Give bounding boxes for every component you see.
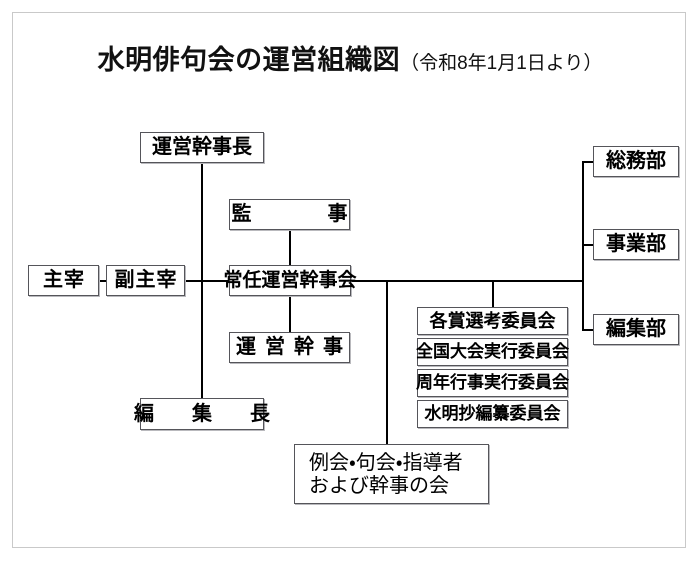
node-henshucho-label: 編 集 長 [134, 402, 279, 425]
committee-box-1[interactable]: 全国大会実行委員会 [416, 338, 569, 366]
node-meeting-group-line2: および幹事の会 [309, 475, 449, 497]
connector-henshucho-vertical [201, 281, 203, 398]
connector-stub-somubu [582, 161, 594, 163]
committee-label-2: 周年行事実行委員会 [416, 373, 569, 393]
connector-main-horizontal-spine [351, 280, 584, 282]
connector-kanji-vertical [289, 230, 291, 266]
node-fuku-shusai[interactable]: 副主宰 [106, 265, 185, 296]
node-somubu-label: 総務部 [606, 150, 666, 172]
node-unei-kanji[interactable]: 運営幹事 [229, 332, 350, 363]
node-kanji-audit[interactable]: 監 事 [229, 199, 350, 230]
connector-meeting-vertical [386, 280, 388, 445]
node-unei-kanjicho-label: 運営幹事長 [152, 136, 252, 158]
connector-shusai-fukushusai [99, 280, 107, 282]
connector-department-trunk [582, 161, 584, 331]
node-joninn-unei-kanjikai[interactable]: 常任運営幹事会 [224, 265, 357, 296]
connector-committee-vertical [492, 280, 494, 308]
node-meeting-group-line1: 例会・句会・指導者 [309, 452, 463, 474]
node-jigyobu[interactable]: 事業部 [593, 229, 679, 260]
node-shusai[interactable]: 主宰 [28, 265, 99, 296]
node-unei-kanji-label: 運営幹事 [236, 336, 352, 358]
connector-fukushusai-joninn [185, 280, 229, 282]
node-kanji-audit-label: 監 事 [231, 203, 360, 225]
committee-label-1: 全国大会実行委員会 [416, 342, 569, 362]
node-unei-kanjicho[interactable]: 運営幹事長 [140, 132, 264, 163]
committee-label-3: 水明抄編纂委員会 [424, 404, 561, 424]
committee-box-0[interactable]: 各賞選考委員会 [417, 307, 568, 335]
committee-label-0: 各賞選考委員会 [429, 310, 556, 331]
connector-stub-jigyobu [582, 244, 594, 246]
page-title: 水明俳句会の運営組織図（令和8年1月1日より） [0, 38, 700, 77]
connector-unei-kanji-vertical [289, 295, 291, 332]
connector-stub-henshubu [582, 329, 594, 331]
committee-box-2[interactable]: 周年行事実行委員会 [416, 369, 569, 397]
node-jigyobu-label: 事業部 [606, 233, 666, 255]
node-meeting-group[interactable]: 例会・句会・指導者 および幹事の会 [294, 444, 489, 504]
node-shusai-label: 主宰 [43, 269, 85, 291]
title-subtitle: （令和8年1月1日より） [400, 53, 603, 74]
title-main: 水明俳句会の運営組織図 [97, 45, 401, 75]
committee-box-3[interactable]: 水明抄編纂委員会 [417, 400, 568, 428]
page-border [12, 12, 686, 548]
node-henshubu-label: 編集部 [606, 318, 666, 340]
node-joninn-unei-kanjikai-label: 常任運営幹事会 [223, 269, 357, 291]
node-fuku-shusai-label: 副主宰 [114, 269, 178, 291]
node-henshucho[interactable]: 編 集 長 [134, 398, 270, 430]
connector-unei-kanjicho-vertical [201, 163, 203, 281]
node-somubu[interactable]: 総務部 [593, 146, 679, 177]
node-henshubu[interactable]: 編集部 [593, 314, 679, 345]
